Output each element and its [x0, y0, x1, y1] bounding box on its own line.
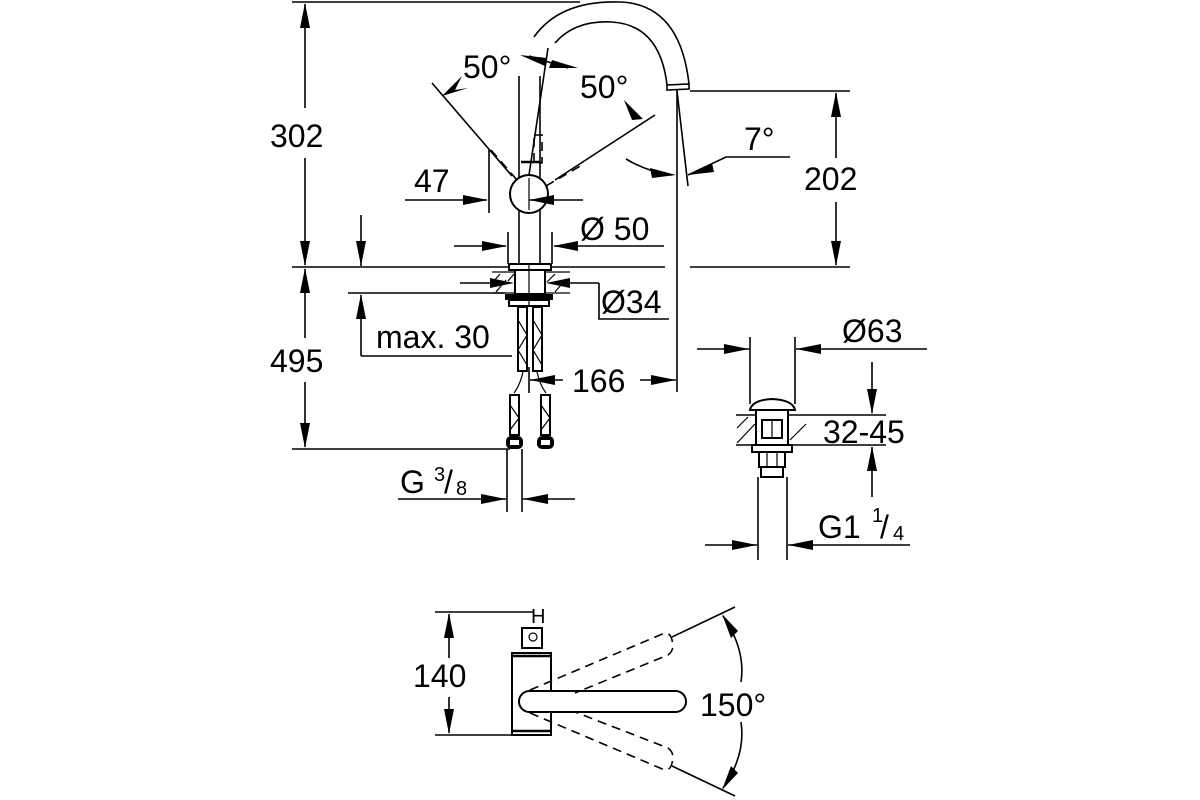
dim-g38-num: 3 [434, 464, 445, 486]
dim-g114-den: 4 [893, 523, 904, 545]
dimension-166: 166 [528, 363, 676, 399]
dim-d50-label: Ø 50 [580, 211, 649, 247]
dim-302-label: 302 [270, 118, 323, 154]
dimension-47: 47 [405, 150, 583, 213]
dim-d34-label: Ø34 [601, 284, 661, 320]
dimension-50deg-left: 50° [431, 49, 578, 181]
side-view: 302 495 max. 30 [270, 1, 857, 512]
lever-top [518, 690, 687, 713]
dim-g38-main: G [400, 464, 425, 500]
dimension-202: 202 [690, 90, 857, 266]
dim-d63-label: Ø63 [842, 313, 902, 349]
dim-50deg-left-label: 50° [463, 49, 511, 85]
supply-hoses [506, 306, 554, 449]
dimension-7deg: 7° [625, 121, 790, 178]
dim-32-45-label: 32-45 [823, 414, 905, 450]
dimension-50deg-right: 50° [545, 69, 656, 187]
dimension-302: 302 [270, 3, 323, 266]
mounting-block [460, 263, 599, 307]
dimension-d34: Ø34 [598, 283, 669, 320]
dimension-495: 495 [270, 268, 323, 448]
valve-cap [748, 397, 797, 411]
dim-g38-sep: / [444, 464, 453, 500]
dim-50deg-right-label: 50° [580, 69, 628, 105]
dim-7deg-label: 7° [744, 121, 775, 157]
dim-g114-num: 1 [872, 505, 883, 527]
dimension-g38: G 3 / 8 [398, 449, 575, 512]
dim-47-label: 47 [414, 163, 450, 199]
svg-text:H: H [531, 606, 545, 628]
dimension-d50: Ø 50 [454, 211, 664, 264]
dim-g114-sep: / [880, 509, 889, 545]
dim-140-label: 140 [413, 658, 466, 694]
dim-max30-label: max. 30 [376, 319, 490, 355]
waste-valve-view: Ø63 32-45 G1 1 / 4 [697, 313, 927, 560]
dimension-max30: max. 30 [348, 292, 512, 357]
dim-g38-den: 8 [456, 478, 467, 500]
dim-202-label: 202 [804, 161, 857, 197]
top-view: 140 H 150° [413, 606, 766, 797]
dim-166-label: 166 [572, 363, 625, 399]
dim-495-label: 495 [270, 343, 323, 379]
dim-g114-main: G1 [818, 509, 861, 545]
dim-150deg-label: 150° [700, 687, 766, 723]
spout-inner [554, 21, 668, 86]
spout-outer [533, 1, 690, 85]
